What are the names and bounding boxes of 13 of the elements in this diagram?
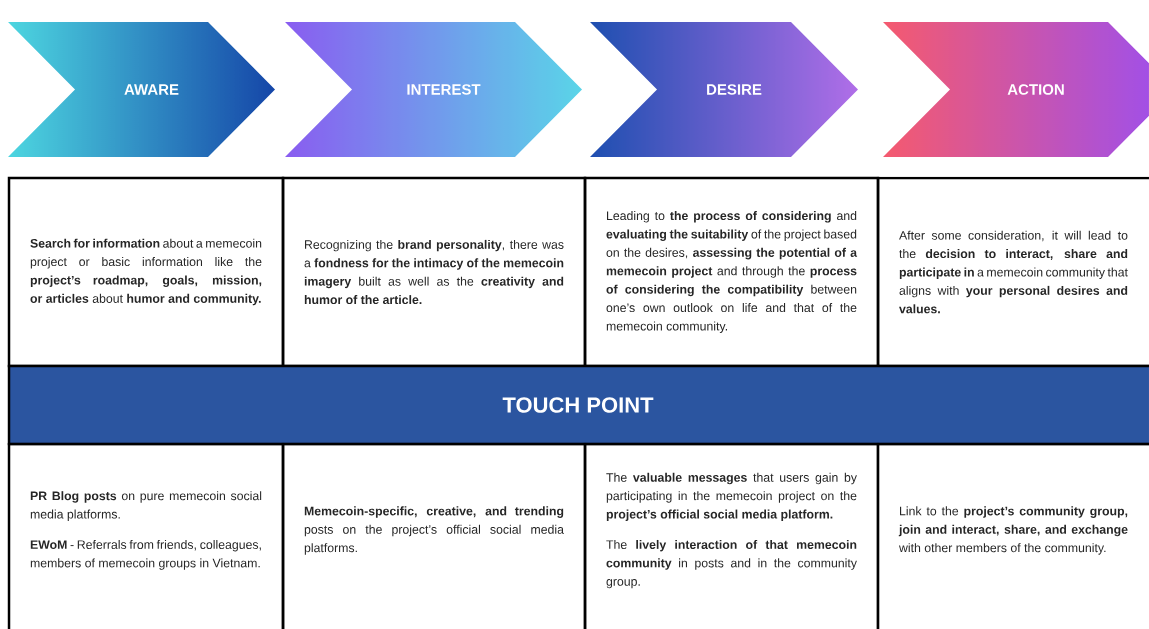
text-cell: Link to the project’s community group, join and interact, share, and exchange with other members of the community. [876,442,1149,629]
chevron-arrow: DESIRE [707,84,762,95]
chevron-arrow: ACTION [1007,84,1064,95]
text-cell: PR Blog posts on pure memecoin social media platforms. EWoM - Referrals from friends, colleagues, members of memecoin groups in Vietnam. [7,442,285,629]
text-cell: The valuable messages that users gain by participating in the memecoin project on the project’s official social media platform. The lively interaction of that memecoin community in posts and in the community group. [583,442,880,629]
text-cell: After some consideration, it will lead to the decision to interact, share and participate in a memecoin community that aligns with your personal desires and values. [876,176,1149,368]
chevron-arrow: INTEREST [407,84,481,95]
touch-point-band: TOUCH POINT [7,364,1149,446]
text-cell: Memecoin-specific, creative, and trending posts on the project’s official social media platforms. [281,442,587,629]
text-cell: Recognizing the brand personality, there was a fondness for the intimacy of the memecoin imagery built as well as the creativity and humor of the article. [281,176,587,368]
text-cell: Search for information about a memecoin project or basic information like the project’s roadmap, goals, mission, or articles about humor and community. [7,176,285,368]
text-cell: Leading to the process of considering and evaluating the suitability of the project based on the desires, assessing the potential of a memecoin project and through the process of considering the compatibility between one’s own outlook on life and that of the memecoin community. [583,176,880,368]
chevron-arrow: AWARE [124,84,179,95]
